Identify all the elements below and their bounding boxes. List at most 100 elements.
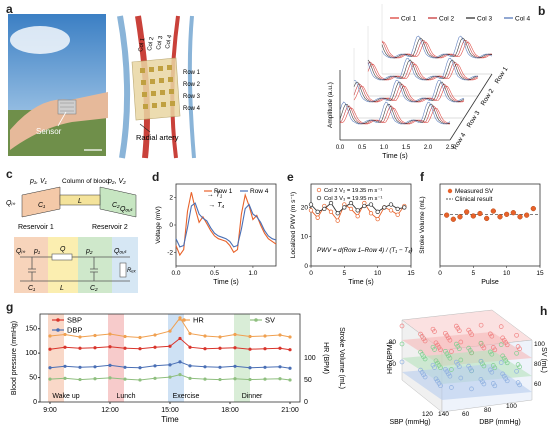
data-point [315,215,320,220]
legend-label: Col 2 [439,16,455,23]
sensor-pointer [57,111,67,127]
data-point [153,345,157,349]
scatter-point [492,347,498,353]
plot-frame [439,183,541,267]
wrist-arm [10,92,108,150]
scatter-point [399,359,405,365]
scatter-point [492,383,498,389]
data-point [123,346,127,350]
data-point [63,376,67,380]
scatter-point [419,334,425,339]
reservoir-top [21,186,137,218]
panel-label-b: b [538,4,546,18]
waveform-line [353,79,465,103]
data-point [395,206,400,212]
label-q-bottom: Q [60,246,66,253]
legend-label: Col 1 [401,16,417,23]
panel-label-c: c [6,167,13,181]
event-band [234,314,250,402]
y-axis-label: HR (BPM) [387,342,394,374]
panel-label-h: h [540,304,548,318]
x-tick-label: 2.0 [424,145,433,151]
scatter-point [438,383,443,389]
scatter-point [422,338,428,344]
scatter-point [421,354,426,360]
data-point [490,208,496,214]
x-tick-label: 10 [374,270,382,277]
x-tick-label: 0 [438,270,442,277]
series-line-hr [49,317,291,339]
data-point [203,365,207,369]
data-point [288,348,292,352]
data-point [63,345,67,349]
data-point [328,209,334,214]
scatter-point [504,378,510,384]
legend-label: Clinical result [455,196,493,203]
data-point [263,334,267,338]
x-tick-label: 12:00 [101,407,119,414]
y-right-tick-label: 80 [534,361,542,368]
scatter-point [467,366,473,371]
waveform-line [367,57,479,81]
data-point [153,364,157,368]
data-point [138,378,142,382]
label-c1-top: C₁ [38,202,46,209]
scatter-point [444,333,450,338]
scatter-point [492,365,498,371]
scatter-point [515,344,521,349]
circuit-bottom [14,237,138,293]
col-label-2: Col 2 [147,36,155,51]
scatter-point [500,353,506,359]
scatter-point [418,349,423,355]
scatter-point [481,345,487,351]
scatter-point [453,323,459,329]
scatter-point [447,337,453,343]
scatter-point [432,365,437,370]
scatter-point [498,324,504,329]
x-tick-label: 0 [309,270,313,277]
data-point [278,377,282,381]
row-label-1: Row 1 [183,70,201,76]
data-point [388,202,394,207]
data-point [524,212,530,218]
data-point [218,346,222,350]
label-qin-bottom: Qᵢₙ [16,248,25,255]
data-point [510,210,516,216]
scatter-point [466,345,472,351]
data-point [153,376,157,380]
legend-marker [254,318,258,322]
label-p2-bottom: p₂ [85,248,93,255]
data-point [335,218,340,223]
data-point [108,363,112,367]
data-point [138,366,142,370]
scatter-point [517,382,522,388]
legend-label: DBP [67,326,82,335]
data-point [368,211,374,216]
artery-pointer [139,123,151,133]
data-point [355,214,360,219]
legend-label: Row 1 [214,188,233,195]
x-tick-label: 1.5 [402,145,411,151]
z-axis [449,73,493,141]
data-point [218,365,222,369]
data-point [288,378,292,382]
scatter-point [446,371,451,377]
data-point [178,316,182,320]
depth-label: Row 3 [466,109,482,129]
scatter-point [419,370,425,375]
x-tick-label: 21:00 [281,407,299,414]
data-point [248,347,252,351]
data-point [218,377,222,382]
legend-label: Col 2 V₂ = 19.35 m s⁻¹ [324,188,382,194]
data-point [188,364,192,368]
data-point [48,347,52,351]
legend-swatch [316,195,322,201]
x-tick-label: 18:00 [221,407,239,414]
data-point [278,333,282,337]
y-right-tick-label: 60 [534,381,542,388]
scatter-point [456,364,462,370]
label-qout: Qₒᵤₜ [120,206,134,213]
annotation-t4: → T₄ [208,202,224,209]
panel-a: a Sensor [0,0,210,160]
